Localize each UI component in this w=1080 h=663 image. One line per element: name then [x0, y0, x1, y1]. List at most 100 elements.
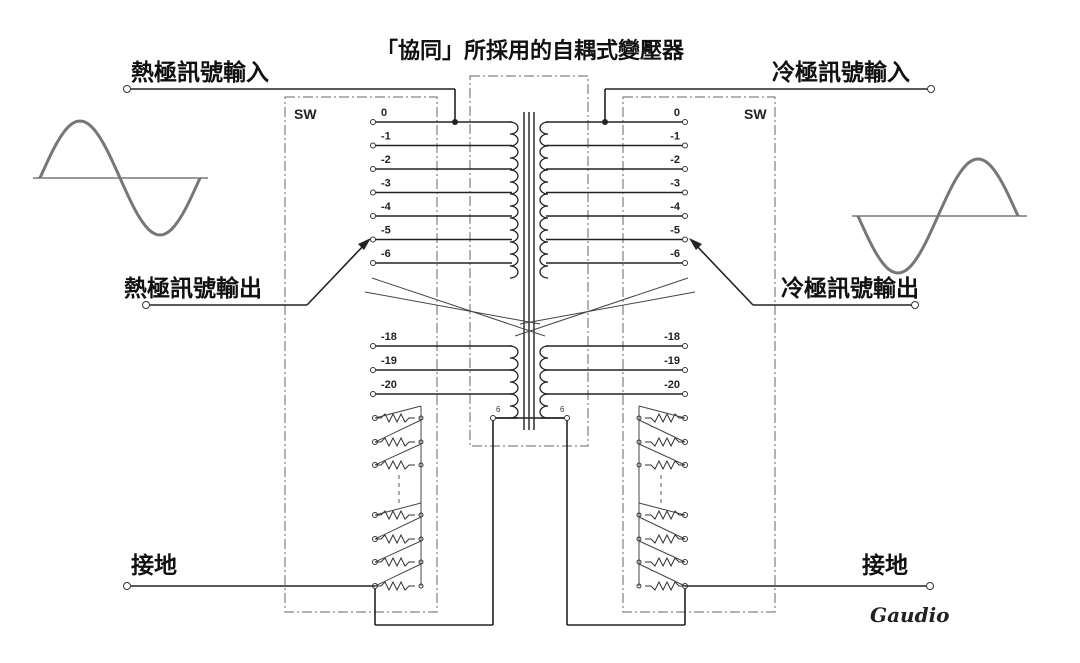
hot-output-wire: [142, 238, 371, 309]
switch-contact: [638, 516, 686, 540]
cold-input-wire: [604, 85, 935, 122]
switch-contact: [374, 443, 422, 466]
resistor: [375, 412, 415, 424]
hot-input-wire: [123, 85, 456, 122]
transformer-core: [523, 112, 535, 430]
tap-terminal-right[interactable]: [682, 236, 688, 243]
switch-contact: [374, 540, 422, 563]
tap-label-left: -19: [381, 355, 397, 367]
ground-right-wire: [685, 582, 934, 590]
switch-box-left: [284, 96, 438, 613]
cold-output-wire: [689, 238, 919, 309]
resistor: [375, 459, 415, 471]
cold-input-label: 冷極訊號輸入: [772, 59, 910, 86]
tap-terminal-left[interactable]: [370, 119, 376, 125]
switch-contact: [638, 405, 686, 419]
tap-label-left: -1: [381, 131, 391, 143]
tap-terminal-right[interactable]: [682, 260, 688, 266]
resistor: [375, 556, 415, 568]
windings: [509, 121, 549, 419]
tap-label-right: -19: [664, 355, 680, 367]
switch-contact: [638, 563, 686, 587]
tap-terminal-left[interactable]: [370, 343, 376, 349]
switch-contact: [638, 540, 686, 563]
tap-label-right: -18: [664, 331, 680, 343]
switch-contact: [638, 502, 686, 516]
lower-left-winding: [509, 345, 519, 419]
switch-contact: [374, 563, 422, 587]
tap-label-right: -5: [670, 225, 680, 237]
tap-label-right: 0: [674, 107, 680, 119]
tap-label-left: -2: [381, 154, 391, 166]
tap-terminal-right[interactable]: [682, 391, 688, 397]
resistor: [645, 533, 685, 545]
tap-terminal-left[interactable]: [370, 189, 376, 196]
switch-box-right: [622, 96, 776, 613]
brand-logo: Gaudio: [870, 603, 950, 627]
junction-dot: [452, 119, 458, 125]
resistor: [645, 580, 685, 592]
tap-terminal-left[interactable]: [370, 213, 376, 219]
tap-label-left: -18: [381, 331, 397, 343]
switch-contact: [374, 419, 422, 443]
resistor: [375, 509, 415, 521]
tap-terminal-left[interactable]: [370, 236, 376, 243]
resistor: [645, 459, 685, 471]
switch-contact: [638, 419, 686, 443]
tap-terminal-right[interactable]: [682, 367, 688, 373]
tap-terminal-right[interactable]: [682, 166, 688, 172]
resistor: [645, 436, 685, 448]
switch-contact: [638, 443, 686, 466]
resistor-ladder-right: [636, 405, 688, 592]
tap-label-right: -2: [670, 154, 680, 166]
hot-sine-wave: [33, 119, 208, 237]
sw-left-label: SW: [294, 106, 317, 122]
cold-sine-wave: [852, 157, 1027, 275]
tap-terminal-right[interactable]: [682, 189, 688, 196]
center-tap-wiring: [374, 415, 686, 626]
tap-label-right: -20: [664, 379, 680, 391]
resistor: [645, 556, 685, 568]
resistor: [645, 412, 685, 424]
tap-label-left: -3: [381, 178, 391, 190]
switch-contact: [374, 502, 422, 516]
upper-left-winding: [509, 121, 519, 279]
tap-terminal-left[interactable]: [370, 391, 376, 397]
hot-output-label: 熱極訊號輸出: [124, 275, 262, 302]
crossing-lines: [364, 277, 696, 337]
tap-terminal-left[interactable]: [370, 142, 376, 149]
sw-right-label: SW: [744, 106, 767, 122]
tap-label-right: -4: [670, 201, 681, 213]
tap-terminal-right[interactable]: [682, 142, 688, 149]
tap-terminal-left[interactable]: [370, 166, 376, 172]
center-tap-left-label: 6: [496, 405, 501, 414]
tap-label-right: -3: [670, 178, 680, 190]
tap-label-left: -4: [381, 201, 392, 213]
switch-contact: [374, 516, 422, 540]
resistor: [375, 436, 415, 448]
ground-left-label: 接地: [131, 553, 177, 579]
resistor: [645, 509, 685, 521]
upper-right-winding: [539, 121, 549, 279]
tap-terminal-right[interactable]: [682, 213, 688, 219]
center-tap-right-label: 6: [560, 405, 565, 414]
ground-left-wire: [123, 582, 375, 590]
transformer-box: [469, 75, 589, 447]
resistor: [375, 533, 415, 545]
switch-contact: [374, 405, 422, 419]
ground-right-label: 接地: [862, 553, 908, 579]
tap-label-left: 0: [381, 107, 387, 119]
lower-right-winding: [539, 345, 549, 419]
tap-terminal-right[interactable]: [682, 343, 688, 349]
tap-label-left: -6: [381, 248, 391, 260]
tap-label-right: -1: [670, 131, 680, 143]
tap-terminal-right[interactable]: [682, 119, 688, 125]
diagram-title: 「協同」所採用的自耦式變壓器: [376, 38, 685, 64]
tap-label-left: -20: [381, 379, 397, 391]
tap-terminal-left[interactable]: [370, 260, 376, 266]
resistor-ladder-left: [372, 405, 424, 592]
tap-terminal-left[interactable]: [370, 367, 376, 373]
tap-label-right: -6: [670, 248, 680, 260]
